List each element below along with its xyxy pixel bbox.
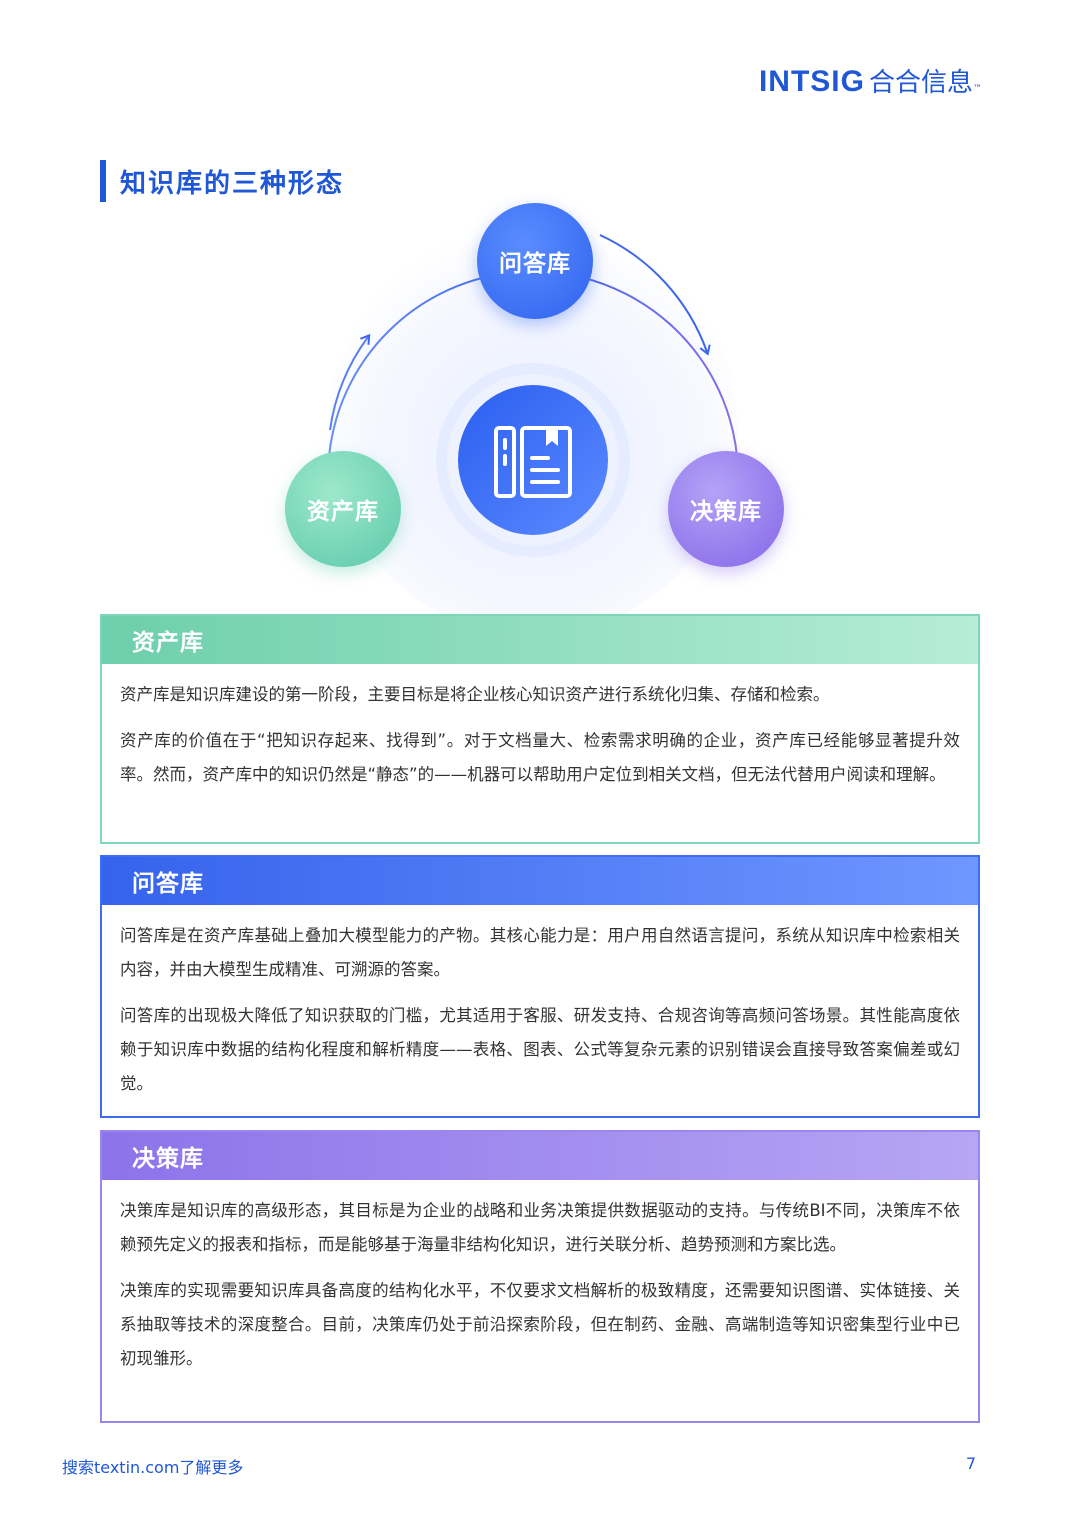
intsig-logo: INTSIG 合合信息 ™ (759, 62, 982, 99)
arrow-asset-to-qa (329, 333, 371, 431)
card-qa-paragraph-2: 问答库的出现极大降低了知识获取的门槛，尤其适用于客服、研发支持、合规咨询等高频问… (120, 1006, 960, 1093)
card-decision-title: 决策库 (102, 1132, 978, 1180)
title-accent-bar (100, 160, 106, 202)
node-decision: 决策库 (668, 451, 784, 567)
card-asset-paragraph-2: 资产库的价值在于“把知识存起来、找得到”。对于文档量大、检索需求明确的企业，资产… (120, 731, 960, 784)
document-book-icon (494, 426, 572, 498)
card-asset-title: 资产库 (102, 616, 978, 664)
card-decision-body: 决策库是知识库的高级形态，其目标是为企业的战略和业务决策提供数据驱动的支持。与传… (102, 1180, 978, 1398)
logo-text-cn: 合合信息 (868, 68, 973, 98)
card-asset-paragraph-1: 资产库是知识库建设的第一阶段，主要目标是将企业核心知识资产进行系统化归集、存储和… (120, 685, 830, 704)
logo-trademark: ™ (973, 84, 982, 94)
arrow-qa-to-decision (599, 234, 711, 356)
card-decision-paragraph-1: 决策库是知识库的高级形态，其目标是为企业的战略和业务决策提供数据驱动的支持。与传… (120, 1201, 960, 1254)
card-qa-paragraph-1: 问答库是在资产库基础上叠加大模型能力的产物。其核心能力是：用户用自然语言提问，系… (120, 926, 960, 979)
section-title-text: 知识库的三种形态 (120, 168, 345, 199)
card-asset: 资产库 资产库是知识库建设的第一阶段，主要目标是将企业核心知识资产进行系统化归集… (100, 614, 980, 844)
card-decision-paragraph-2: 决策库的实现需要知识库具备高度的结构化水平，不仅要求文档解析的极致精度，还需要知… (120, 1281, 960, 1368)
logo-text-en: INTSIG (758, 65, 865, 98)
node-asset: 资产库 (285, 451, 401, 567)
node-qa: 问答库 (477, 203, 593, 319)
section-title: 知识库的三种形态 (100, 160, 344, 202)
center-halo-outer (436, 363, 630, 557)
card-asset-body: 资产库是知识库建设的第一阶段，主要目标是将企业核心知识资产进行系统化归集、存储和… (102, 664, 978, 814)
card-decision: 决策库 决策库是知识库的高级形态，其目标是为企业的战略和业务决策提供数据驱动的支… (100, 1130, 980, 1423)
footer-website-link[interactable]: 搜索textin.com了解更多 (62, 1458, 244, 1477)
card-qa: 问答库 问答库是在资产库基础上叠加大模型能力的产物。其核心能力是：用户用自然语言… (100, 855, 980, 1118)
card-qa-body: 问答库是在资产库基础上叠加大模型能力的产物。其核心能力是：用户用自然语言提问，系… (102, 905, 978, 1123)
center-halo-inner (447, 374, 619, 546)
card-qa-title: 问答库 (102, 857, 978, 905)
page-number: 7 (965, 1454, 976, 1473)
center-circle (458, 385, 608, 535)
